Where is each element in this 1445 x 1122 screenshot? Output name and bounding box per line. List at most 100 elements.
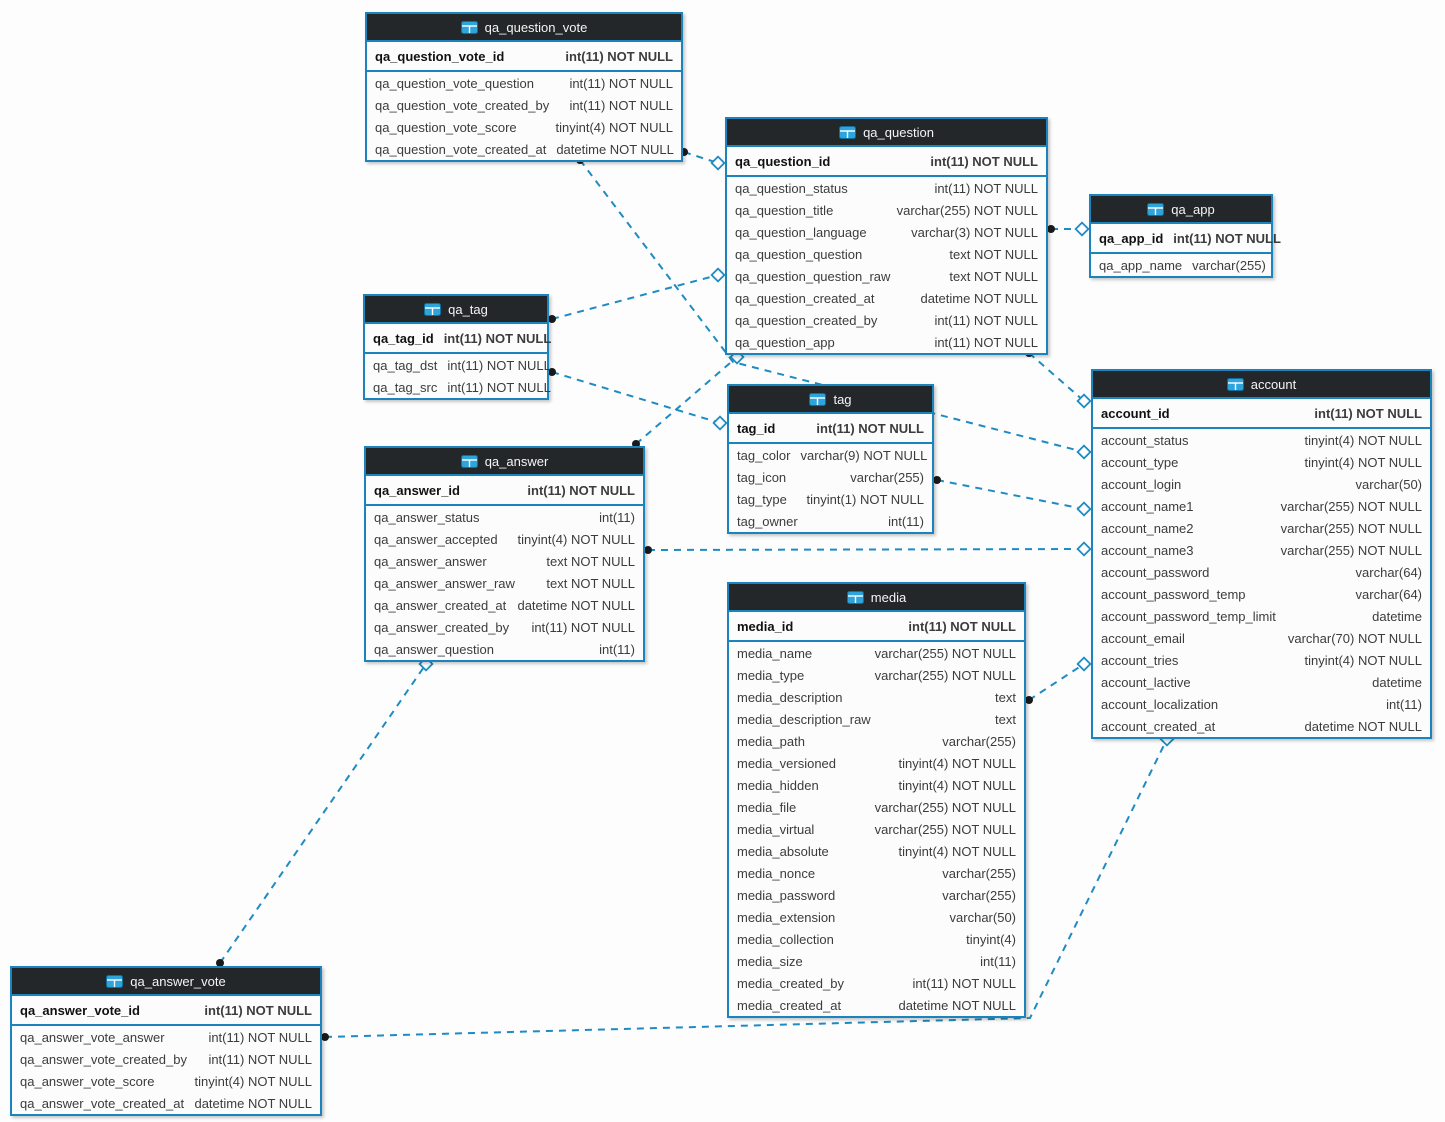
relationship-qa_question-to-account[interactable] [1025, 349, 1092, 409]
column-qa_answer_answer_raw: qa_answer_answer_raw text NOT NULL [366, 572, 643, 594]
table-title: tag [833, 391, 852, 407]
column-name: qa_question_created_by [735, 312, 878, 328]
relationship-qa_tag-to-qa_question[interactable] [548, 267, 726, 323]
column-name: account_password_temp [1101, 586, 1246, 602]
column-name: qa_question_status [735, 180, 848, 196]
relationship-qa_tag-to-tag[interactable] [548, 368, 728, 431]
table-grid-icon [460, 454, 478, 468]
relationship-tag-to-account[interactable] [933, 476, 1092, 517]
relationship-qa_answer-to-account[interactable] [644, 541, 1092, 557]
column-type: tinyint(4) NOT NULL [898, 777, 1016, 793]
many-end-dot [321, 1033, 329, 1041]
column-name: media_password [737, 887, 836, 903]
table-qa_tag-header[interactable]: qa_tag [365, 296, 547, 324]
one-end-diamond [1076, 393, 1092, 409]
many-end-dot [1047, 225, 1055, 233]
column-type: datetime NOT NULL [920, 290, 1038, 306]
column-type: int(11) NOT NULL [208, 1029, 312, 1045]
column-type: int(11) [1386, 696, 1422, 712]
column-name: qa_answer_vote_created_by [20, 1051, 187, 1067]
column-type: int(11) NOT NULL [447, 379, 551, 395]
relationship-qa_question_vote-to-qa_question[interactable] [680, 148, 726, 171]
table-qa_question_vote-header[interactable]: qa_question_vote [367, 14, 681, 42]
column-name: media_created_at [737, 997, 842, 1013]
column-media_size: media_size int(11) [729, 950, 1024, 972]
column-name: account_name2 [1101, 520, 1194, 536]
table-qa_question-header[interactable]: qa_question [727, 119, 1046, 147]
column-name: qa_answer_created_at [374, 597, 507, 613]
column-type: tinyint(4) [966, 931, 1016, 947]
column-name: account_name1 [1101, 498, 1194, 514]
many-end-dot [548, 368, 556, 376]
column-name: qa_question_vote_score [375, 119, 517, 135]
relationship-qa_question-to-qa_app[interactable] [1047, 221, 1090, 237]
relationship-qa_question_vote-to-account[interactable] [576, 156, 1092, 460]
column-type: tinyint(4) NOT NULL [194, 1073, 312, 1089]
column-name: qa_answer_vote_score [20, 1073, 155, 1089]
relationship-qa_answer_vote-to-qa_answer[interactable] [216, 656, 434, 967]
table-qa_answer_vote-header[interactable]: qa_answer_vote [12, 968, 320, 996]
column-type: datetime NOT NULL [517, 597, 635, 613]
column-type: text NOT NULL [949, 246, 1038, 262]
one-end-diamond [1076, 541, 1092, 557]
column-name: media_file [737, 799, 797, 815]
column-type: int(11) [599, 641, 635, 657]
column-type: varchar(9) NOT NULL [800, 447, 928, 463]
table-qa_app-header[interactable]: qa_app [1091, 196, 1271, 224]
column-name: media_description_raw [737, 711, 871, 727]
column-type: varchar(255) [1192, 257, 1266, 273]
column-type: tinyint(4) NOT NULL [898, 755, 1016, 771]
column-name: tag_icon [737, 469, 787, 485]
column-type: varchar(255) [942, 865, 1016, 881]
column-type: varchar(255) [942, 887, 1016, 903]
column-name: account_lactive [1101, 674, 1191, 690]
column-type: int(11) NOT NULL [816, 420, 924, 436]
relationship-media-to-account[interactable] [1025, 656, 1092, 704]
column-type: varchar(64) [1355, 586, 1422, 602]
column-type: int(11) NOT NULL [908, 618, 1016, 634]
column-type: text NOT NULL [546, 575, 635, 591]
column-type: int(11) NOT NULL [934, 180, 1038, 196]
table-qa_answer-header[interactable]: qa_answer [366, 448, 643, 476]
table-title: qa_answer_vote [130, 973, 226, 989]
column-name: media_size [737, 953, 803, 969]
column-type: int(11) [980, 953, 1016, 969]
column-name: qa_answer_answer_raw [374, 575, 515, 591]
table-grid-icon [1226, 377, 1244, 391]
table-tag-header[interactable]: tag [729, 386, 932, 414]
column-type: tinyint(4) NOT NULL [555, 119, 673, 135]
column-name: account_password [1101, 564, 1210, 580]
column-type: int(11) NOT NULL [1314, 405, 1422, 421]
column-name: media_type [737, 667, 805, 683]
column-type: varchar(255) NOT NULL [896, 202, 1038, 218]
column-type: tinyint(4) NOT NULL [898, 843, 1016, 859]
column-type: varchar(50) [1355, 476, 1422, 492]
table-media-header[interactable]: media [729, 584, 1024, 612]
table-account-header[interactable]: account [1093, 371, 1430, 399]
